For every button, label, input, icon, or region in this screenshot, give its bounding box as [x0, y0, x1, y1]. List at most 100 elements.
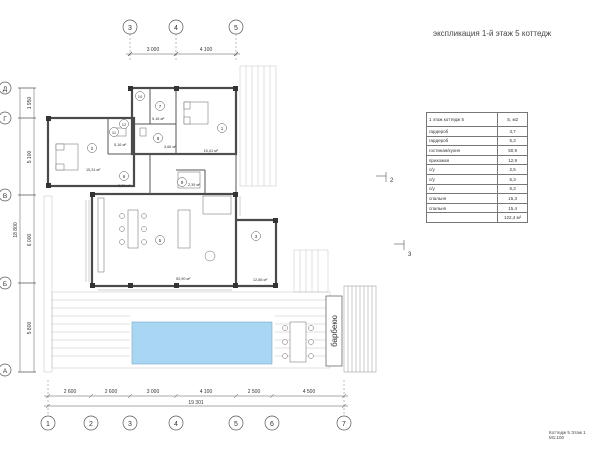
section-2-label: 2: [390, 178, 394, 184]
dim-left-1: 1 950: [27, 97, 33, 110]
row-area: 12,9: [497, 154, 528, 166]
room-1-area: 15,41 м²: [204, 149, 219, 153]
row-name: прихожая: [425, 154, 499, 166]
glazing-lines: [85, 196, 241, 291]
bottom-axis-markers: [40, 415, 352, 431]
row-name: с/у: [425, 164, 499, 175]
room-5-area: 50,90 м²: [176, 277, 191, 281]
dim-bottom-6: 4 500: [303, 389, 316, 395]
total-label-cell: [425, 212, 499, 223]
axis-bottom-4: 4: [174, 421, 178, 428]
room-3-area: 12,86 м²: [253, 278, 268, 282]
room-8-num: 8: [157, 136, 160, 141]
table-header-row: 1 этаж коттедж 5 S, м2: [425, 112, 528, 127]
section-3-label: 3: [408, 252, 412, 258]
dim-bottom-overall: 19 301: [188, 400, 204, 406]
room-2-area: 15,31 м²: [86, 168, 101, 172]
exterior-stairs: [343, 285, 377, 373]
dim-left-3: 6 000: [27, 234, 33, 247]
axis-top-4: 4: [174, 25, 178, 32]
dim-left-2: 5 100: [27, 151, 33, 164]
dim-top-1: 3 000: [147, 47, 160, 53]
room-1-num: 1: [221, 126, 224, 131]
table-header-area: S, м2: [497, 112, 528, 127]
dim-top-2: 4 100: [200, 47, 213, 53]
dim-bottom-3: 3 000: [147, 389, 160, 395]
sheet-title: экспликация 1-й этаж 5 коттедж: [433, 29, 552, 38]
structural-columns: [46, 86, 278, 288]
room-8-area: 3,66 м²: [164, 145, 177, 149]
axis-top-5: 5: [234, 25, 238, 32]
row-name: гардероб: [425, 126, 499, 137]
row-area: 15,3: [497, 193, 528, 204]
axis-bottom-5: 5: [234, 421, 238, 428]
bottom-dimension-lines: [44, 380, 348, 416]
room-7-num: 7: [159, 104, 162, 109]
room-6-num: 6: [123, 174, 126, 179]
room-10-area: 5,16 м²: [114, 143, 127, 147]
swimming-pool: [131, 321, 273, 365]
row-name: гардероб: [425, 135, 499, 147]
axis-left-b: Б: [3, 281, 7, 288]
row-area: 6,3: [497, 183, 528, 195]
room-5-num: 5: [159, 238, 162, 243]
axis-bottom-2: 2: [89, 421, 93, 428]
row-area: 50,9: [497, 145, 528, 156]
axis-left-g: Г: [3, 116, 7, 123]
axis-bottom-7: 7: [342, 421, 346, 428]
row-name: гостиная/кухня: [425, 145, 499, 156]
room-9-area: 2,39 м²: [188, 183, 201, 187]
table-total-row: 122,4 м²: [425, 212, 528, 223]
row-name: спальня: [425, 202, 499, 214]
axis-bottom-6: 6: [270, 421, 274, 428]
room-2-num: 2: [91, 146, 94, 151]
axis-left-v: В: [3, 193, 7, 200]
sheet-footer: Коттедж 5 Этаж 1 М1:100: [549, 430, 586, 440]
row-area: 5,3: [497, 173, 528, 185]
left-axis-markers: [0, 81, 36, 377]
axis-left-a: А: [3, 368, 8, 375]
row-area: 15,4: [497, 202, 528, 214]
bbq-counter: [325, 295, 343, 367]
row-name: с/у: [425, 173, 499, 185]
row-name: спальня: [425, 193, 499, 204]
dim-bottom-4: 4 100: [200, 389, 213, 395]
section-markers: [376, 172, 405, 250]
bbq-label: барбекю: [330, 315, 339, 347]
axis-bottom-1: 1: [46, 421, 50, 428]
row-area: 5,3: [497, 135, 528, 147]
row-area: 3,7: [497, 126, 528, 137]
row-name: с/у: [425, 183, 499, 195]
room-6-area: 5,26 м²: [118, 184, 131, 188]
table-total: 122,4 м²: [497, 212, 528, 223]
room-markers: [87, 91, 261, 245]
axis-left-d: Д: [3, 86, 8, 93]
room-10-num: 10: [138, 94, 143, 99]
dim-bottom-2: 2 600: [105, 389, 118, 395]
dim-left-4: 5 800: [27, 322, 33, 335]
outdoor-dining-table: [282, 321, 314, 363]
axis-top-3: 3: [128, 25, 132, 32]
dim-bottom-5: 2 500: [248, 389, 261, 395]
dim-bottom-1: 2 600: [64, 389, 77, 395]
room-12-num: 12: [122, 122, 127, 127]
furniture: [55, 101, 232, 273]
room-7-area: 5,16 м²: [152, 117, 165, 121]
table-header-name: 1 этаж коттедж 5: [425, 112, 499, 127]
interior-walls: [107, 88, 237, 194]
row-area: 2,5: [497, 164, 528, 175]
top-axis-markers: [122, 19, 244, 62]
room-11-num: 11: [112, 130, 117, 135]
dim-left-overall: 18 800: [13, 222, 19, 238]
